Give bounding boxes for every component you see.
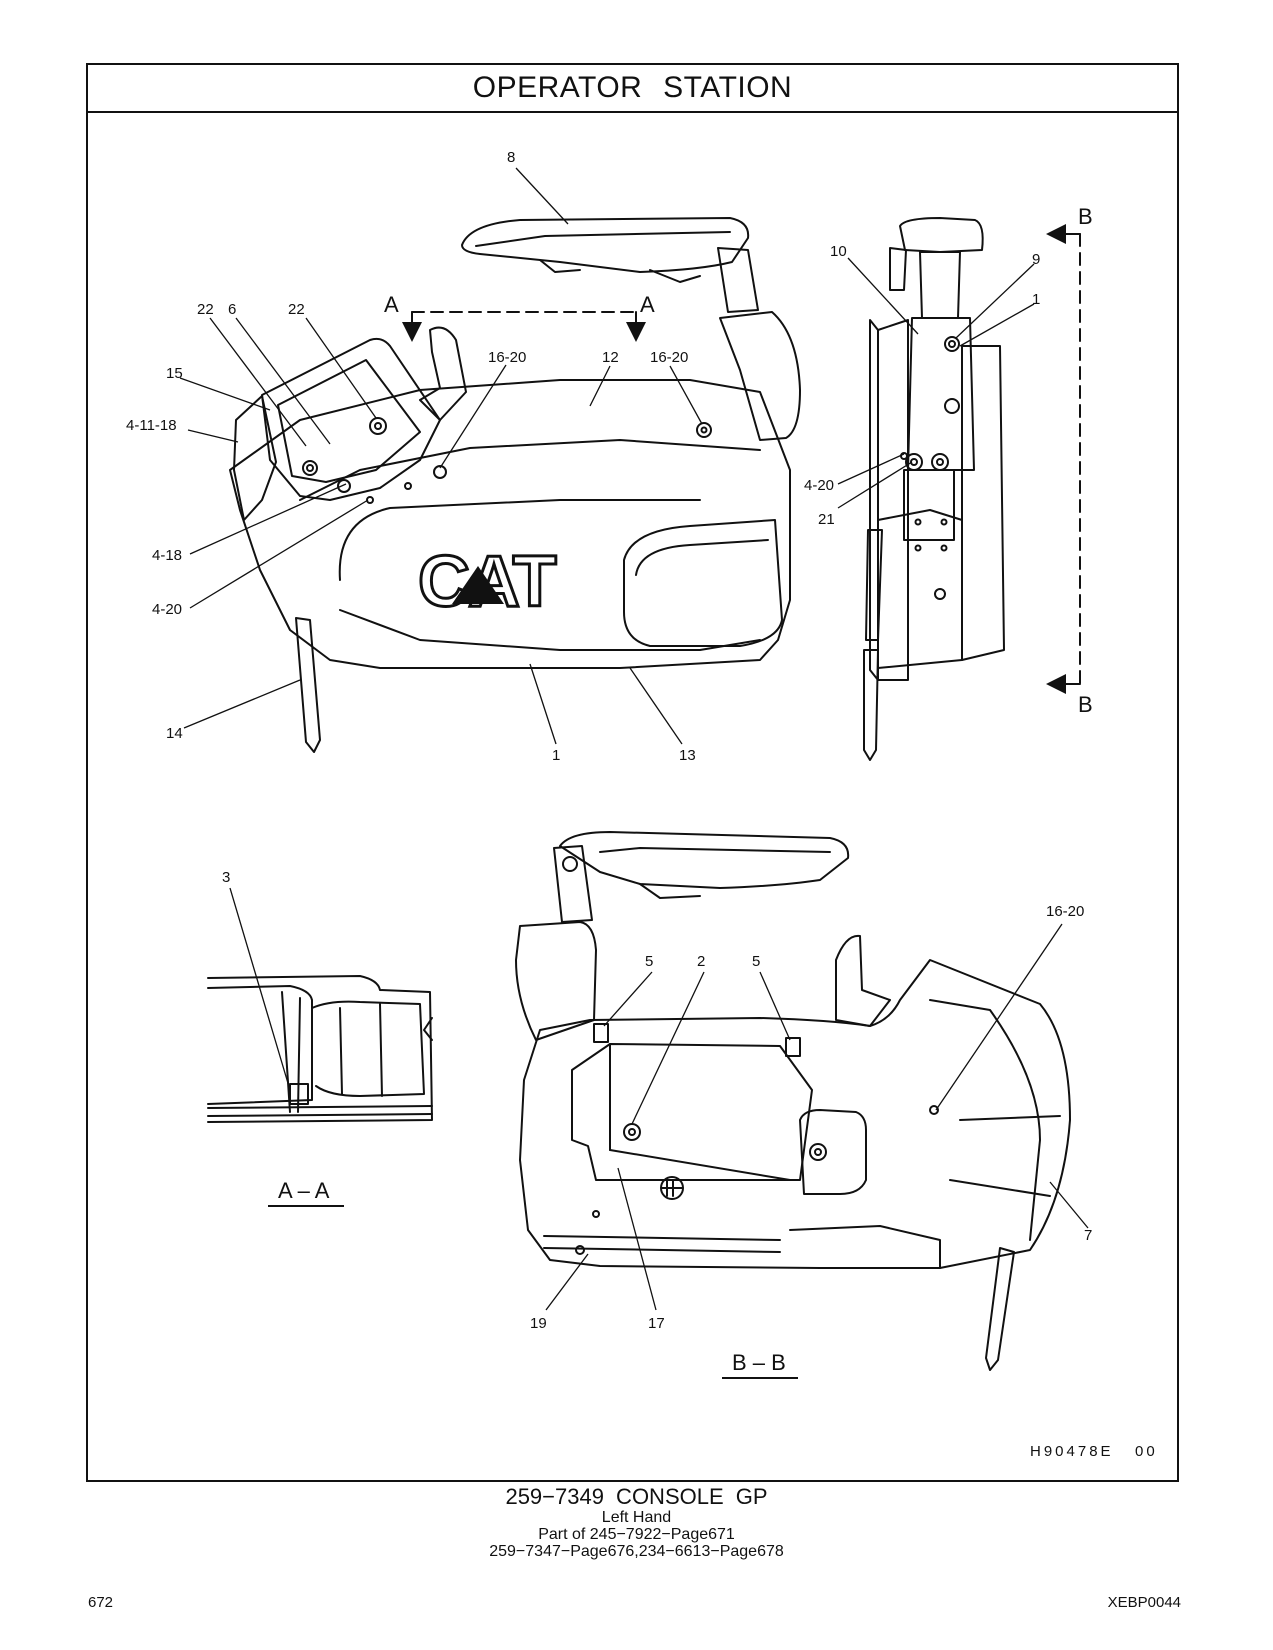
end-view (863, 217, 1005, 761)
figure-id: H90478E 00 (1030, 1443, 1158, 1460)
callout: 4-20 (152, 601, 182, 618)
section-label-bb: B – B (732, 1350, 786, 1375)
callout: 5 (752, 953, 760, 970)
callout: 6 (228, 301, 236, 318)
callout: 12 (602, 349, 619, 366)
section-aa-view (207, 975, 433, 1123)
section-a-line (402, 311, 646, 342)
callouts-end-view: 10 9 1 4-20 21 (804, 243, 1040, 528)
callout: 10 (830, 243, 847, 260)
section-label-aa: A – A (278, 1178, 330, 1203)
section-letter-b: B (1078, 692, 1093, 717)
callout: 2 (697, 953, 705, 970)
cat-logo: CAT (417, 541, 561, 624)
leader-lines (179, 167, 1089, 1311)
control-box (261, 337, 441, 501)
page-number: 672 (88, 1594, 114, 1611)
callout: 1 (1032, 291, 1040, 308)
side-cover (623, 519, 783, 647)
armrest-pad (461, 217, 750, 273)
callouts-side-view: 8 22 6 22 15 4-11-18 16-20 12 16-20 4-18… (126, 149, 696, 764)
console-body (229, 379, 791, 669)
caption-pages: 259−7347−Page676,234−6613−Page678 (489, 1543, 784, 1560)
section-letters: A A B B (384, 204, 1093, 717)
section-letter-a: A (640, 292, 655, 317)
callout: 4-20 (804, 477, 834, 494)
callout: 16-20 (488, 349, 526, 366)
armrest-post (717, 247, 759, 313)
callout: 22 (288, 301, 305, 318)
caption-part-of: Part of 245−7922−Page671 (538, 1526, 735, 1543)
callout: 4-18 (152, 547, 182, 564)
callout: 16-20 (1046, 903, 1084, 920)
callout: 16-20 (650, 349, 688, 366)
callout: 19 (530, 1315, 547, 1332)
caption-title: 259−7349 CONSOLE GP (505, 1484, 768, 1509)
side-view (229, 217, 801, 753)
callout: 5 (645, 953, 653, 970)
lever (295, 617, 321, 753)
callout: 22 (197, 301, 214, 318)
callout: 14 (166, 725, 183, 742)
page-title: OPERATOR STATION (88, 65, 1177, 113)
document-code: XEBP0044 (1107, 1594, 1181, 1611)
callout: 21 (818, 511, 835, 528)
section-letter-a: A (384, 292, 399, 317)
section-labels: A – A B – B (268, 1178, 798, 1379)
console-body-section (519, 959, 1071, 1269)
callouts-sections: 3 16-20 5 2 5 7 19 17 (222, 869, 1092, 1332)
callout: 9 (1032, 251, 1040, 268)
callout: 15 (166, 365, 183, 382)
section-letter-b: B (1078, 204, 1093, 229)
callout: 13 (679, 747, 696, 764)
section-bb-view (515, 831, 1071, 1371)
callout: 4-11-18 (126, 417, 177, 434)
drawing-frame: OPERATOR STATION (86, 63, 1179, 1482)
callout: 3 (222, 869, 230, 886)
section-b-line (1046, 224, 1081, 694)
callout: 1 (552, 747, 560, 764)
handle-grip (419, 326, 467, 421)
callout: 7 (1084, 1227, 1092, 1244)
caption-subtitle: Left Hand (601, 1509, 672, 1526)
callout: 17 (648, 1315, 665, 1332)
callout: 8 (507, 149, 515, 166)
